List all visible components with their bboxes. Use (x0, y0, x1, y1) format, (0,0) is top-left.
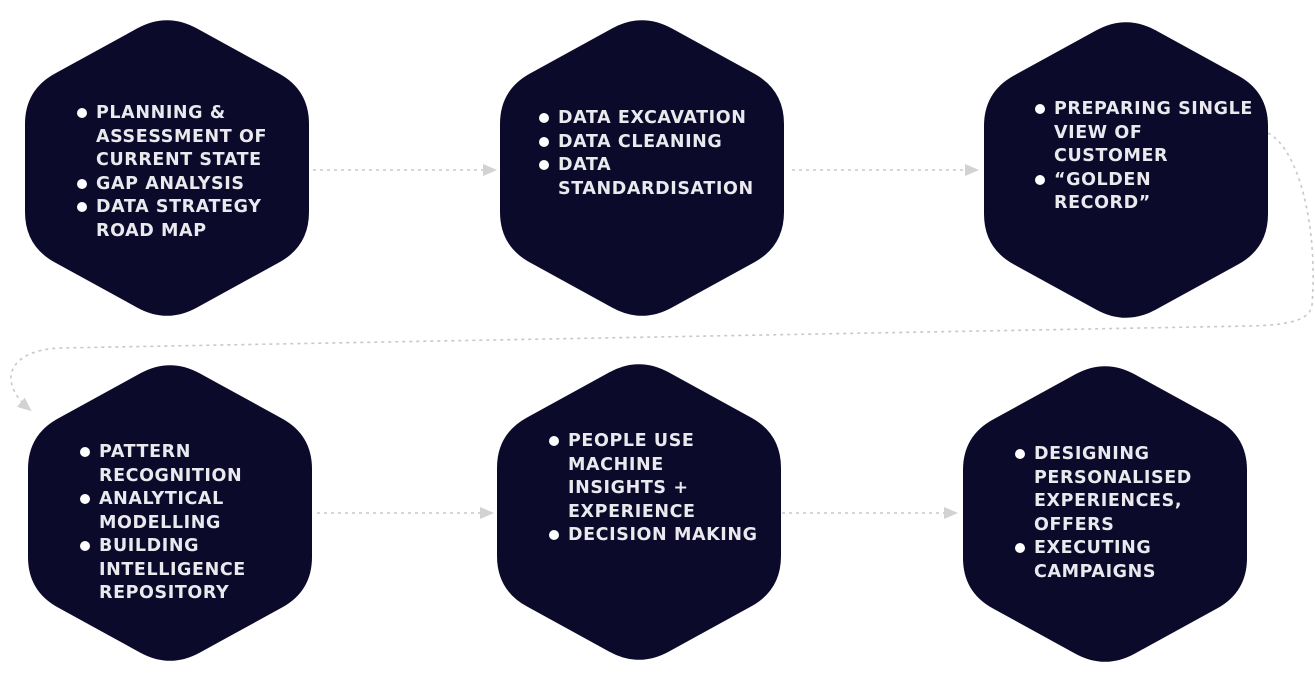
bullet-icon (1015, 449, 1025, 459)
bullet-icon (549, 530, 559, 540)
bullet-icon (77, 108, 87, 118)
step-2-item-2: DATA CLEANING (538, 131, 768, 155)
step-2-item-3: DATA STANDARDISATION (538, 154, 768, 201)
step-2-item-1: DATA EXCAVATION (538, 107, 768, 131)
step-4-list: PATTERN RECOGNITION ANALYTICAL MODELLING… (79, 441, 299, 606)
hexagon-step-2 (500, 20, 784, 316)
step-3-item-1-label: PREPARING SINGLE VIEW OF CUSTOMER (1054, 99, 1253, 166)
step-1-list: PLANNING & ASSESSMENT OF CURRENT STATE G… (76, 102, 306, 243)
step-5-item-1-label: PEOPLE USE MACHINE INSIGHTS + EXPERIENCE (568, 431, 696, 522)
step-3-item-2-label: “GOLDEN RECORD” (1054, 169, 1152, 214)
step-1-item-3-label: DATA STRATEGY ROAD MAP (96, 197, 262, 241)
step-2-list: DATA EXCAVATION DATA CLEANING DATA STAND… (538, 107, 768, 201)
step-1-text: PLANNING & ASSESSMENT OF CURRENT STATE G… (76, 102, 306, 243)
bullet-icon (80, 494, 90, 504)
bullet-icon (549, 436, 559, 446)
step-5-item-1: PEOPLE USE MACHINE INSIGHTS + EXPERIENCE (548, 430, 768, 524)
step-4-item-2: ANALYTICAL MODELLING (79, 488, 299, 535)
step-2-item-1-label: DATA EXCAVATION (558, 108, 747, 128)
step-6-item-1: DESIGNING PERSONALISED EXPERIENCES, OFFE… (1014, 443, 1234, 537)
step-2-item-2-label: DATA CLEANING (558, 131, 723, 152)
bullet-icon (1035, 104, 1045, 114)
step-1-item-3: DATA STRATEGY ROAD MAP (76, 196, 306, 243)
step-1-item-2: GAP ANALYSIS (76, 173, 306, 197)
step-5-text: PEOPLE USE MACHINE INSIGHTS + EXPERIENCE… (548, 430, 768, 548)
hexagon-step-5 (497, 364, 781, 660)
step-3-text: PREPARING SINGLE VIEW OF CUSTOMER “GOLDE… (1034, 98, 1254, 216)
connector-wrap-3-4 (10, 132, 1314, 412)
hexagon-step-1 (25, 20, 309, 316)
step-2-item-3-label: DATA STANDARDISATION (558, 155, 754, 199)
step-1-item-2-label: GAP ANALYSIS (96, 173, 245, 194)
step-4-item-3-label: BUILDING INTELLIGENCE REPOSITORY (99, 536, 246, 603)
bullet-icon (77, 178, 87, 189)
bullet-icon (539, 160, 549, 170)
step-3-list: PREPARING SINGLE VIEW OF CUSTOMER “GOLDE… (1034, 98, 1254, 216)
bullet-icon (77, 202, 87, 212)
step-3-item-1: PREPARING SINGLE VIEW OF CUSTOMER (1034, 98, 1254, 169)
bullet-icon (539, 136, 549, 147)
bullet-icon (1035, 174, 1045, 185)
step-3-item-2: “GOLDEN RECORD” (1034, 169, 1254, 216)
step-5-item-2-label: DECISION MAKING (568, 525, 758, 545)
step-2-text: DATA EXCAVATION DATA CLEANING DATA STAND… (538, 107, 768, 201)
hexagon-step-3 (984, 22, 1268, 318)
bullet-icon (1015, 543, 1025, 553)
step-6-item-1-label: DESIGNING PERSONALISED EXPERIENCES, OFFE… (1034, 444, 1192, 535)
hexagon-step-4 (28, 365, 312, 661)
bullet-icon (80, 541, 90, 551)
step-4-text: PATTERN RECOGNITION ANALYTICAL MODELLING… (79, 441, 299, 606)
step-5-list: PEOPLE USE MACHINE INSIGHTS + EXPERIENCE… (548, 430, 768, 548)
step-4-item-3: BUILDING INTELLIGENCE REPOSITORY (79, 535, 299, 606)
bullet-icon (539, 113, 549, 123)
step-1-item-1: PLANNING & ASSESSMENT OF CURRENT STATE (76, 102, 306, 173)
step-4-item-1: PATTERN RECOGNITION (79, 441, 299, 488)
step-5-item-2: DECISION MAKING (548, 524, 768, 548)
hexagon-step-6 (963, 366, 1247, 662)
step-6-text: DESIGNING PERSONALISED EXPERIENCES, OFFE… (1014, 443, 1234, 584)
step-6-list: DESIGNING PERSONALISED EXPERIENCES, OFFE… (1014, 443, 1234, 584)
step-4-item-1-label: PATTERN RECOGNITION (99, 442, 243, 486)
bullet-icon (80, 447, 90, 457)
step-1-item-1-label: PLANNING & ASSESSMENT OF CURRENT STATE (96, 103, 268, 170)
step-4-item-2-label: ANALYTICAL MODELLING (99, 489, 224, 533)
step-6-item-2-label: EXECUTING CAMPAIGNS (1034, 538, 1157, 582)
step-6-item-2: EXECUTING CAMPAIGNS (1014, 537, 1234, 584)
